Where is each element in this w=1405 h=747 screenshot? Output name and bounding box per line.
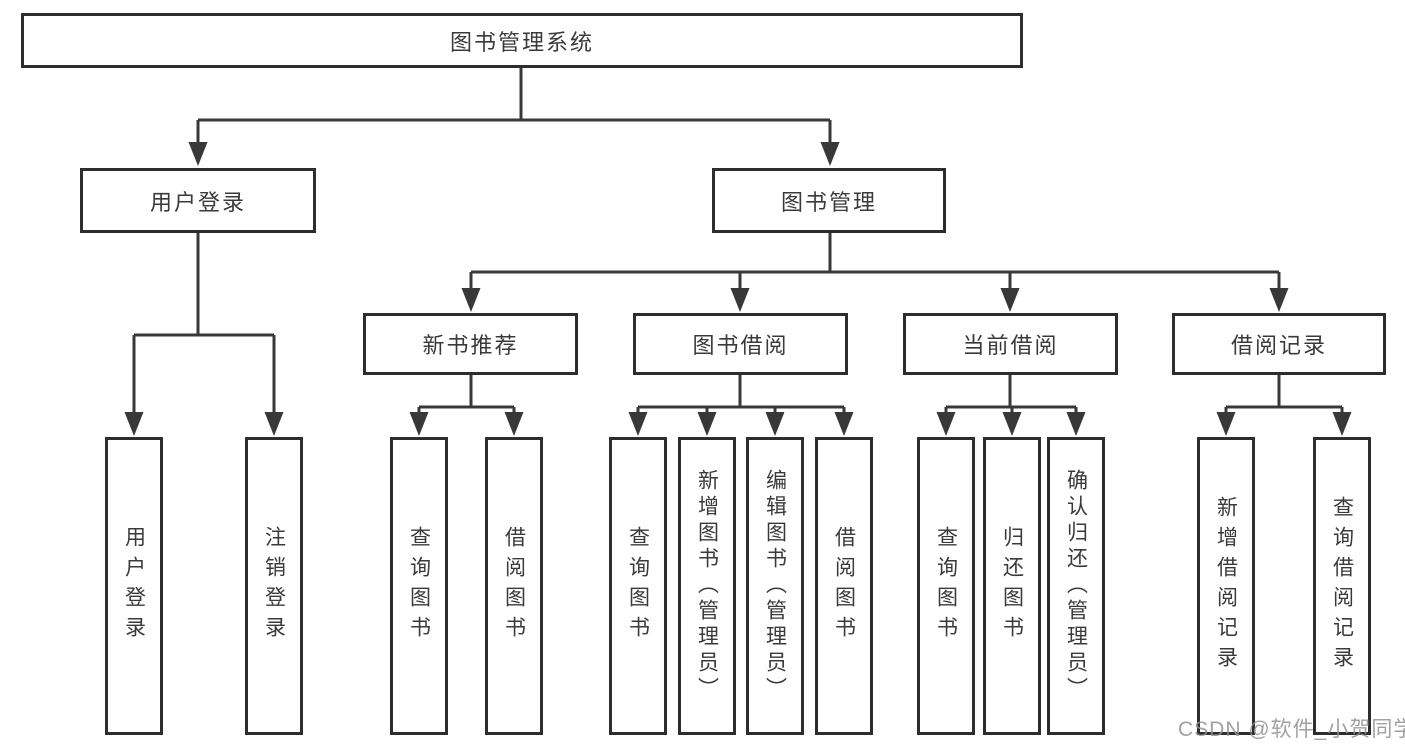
- node-label: 借阅图书: [832, 526, 856, 646]
- watermark-csdn: CSDN @软件_小贺同学: [1178, 718, 1405, 741]
- leaf-borrow-books-borrowing: 借阅图书: [815, 437, 873, 735]
- leaf-return-books: 归还图书: [983, 437, 1041, 735]
- node-current-borrowing: 当前借阅: [903, 313, 1118, 375]
- node-label: 图书借阅: [692, 333, 789, 358]
- node-label: 归还图书: [1000, 526, 1024, 646]
- node-label: 图书管理: [780, 189, 877, 215]
- node-label: 用户登录: [122, 526, 146, 646]
- node-book-borrowing: 图书借阅: [633, 313, 848, 375]
- leaf-add-borrow-record: 新增借阅记录: [1197, 437, 1255, 735]
- node-label: 借阅图书: [502, 526, 526, 646]
- node-book-management: 图书管理: [712, 168, 946, 233]
- leaf-confirm-return-admin: 确认归还（管理员）: [1047, 437, 1105, 735]
- leaf-edit-books-admin: 编辑图书（管理员）: [746, 437, 804, 735]
- leaf-user-login: 用户登录: [105, 437, 163, 735]
- node-label: 查询图书: [407, 526, 431, 646]
- leaf-borrow-books-recommend: 借阅图书: [485, 437, 543, 735]
- node-label: 用户登录: [149, 189, 246, 215]
- node-label: 借阅记录: [1230, 333, 1327, 358]
- leaf-query-borrow-record: 查询借阅记录: [1313, 437, 1371, 735]
- node-label: 编辑图书（管理员）: [763, 469, 787, 703]
- leaf-query-books-recommend: 查询图书: [390, 437, 448, 735]
- leaf-add-books-admin: 新增图书（管理员）: [678, 437, 736, 735]
- leaf-logout-login: 注销登录: [245, 437, 303, 735]
- node-library-management-system: 图书管理系统: [21, 13, 1023, 68]
- leaf-query-books-borrowing: 查询图书: [609, 437, 667, 735]
- arrowhead-icons: [124, 142, 1352, 436]
- node-label: 当前借阅: [962, 333, 1059, 358]
- node-label: 查询借阅记录: [1330, 496, 1354, 676]
- node-label: 查询图书: [934, 526, 958, 646]
- node-label: 确认归还（管理员）: [1064, 469, 1088, 703]
- node-user-login: 用户登录: [80, 168, 316, 233]
- node-label: 新增图书（管理员）: [695, 469, 719, 703]
- node-new-book-recommendation: 新书推荐: [363, 313, 578, 375]
- node-borrowing-records: 借阅记录: [1172, 313, 1386, 375]
- leaf-query-books-current: 查询图书: [917, 437, 975, 735]
- node-label: 图书管理系统: [449, 29, 594, 55]
- node-label: 新增借阅记录: [1214, 496, 1238, 676]
- node-label: 新书推荐: [422, 333, 519, 358]
- node-label: 查询图书: [626, 526, 650, 646]
- node-label: 注销登录: [262, 526, 286, 646]
